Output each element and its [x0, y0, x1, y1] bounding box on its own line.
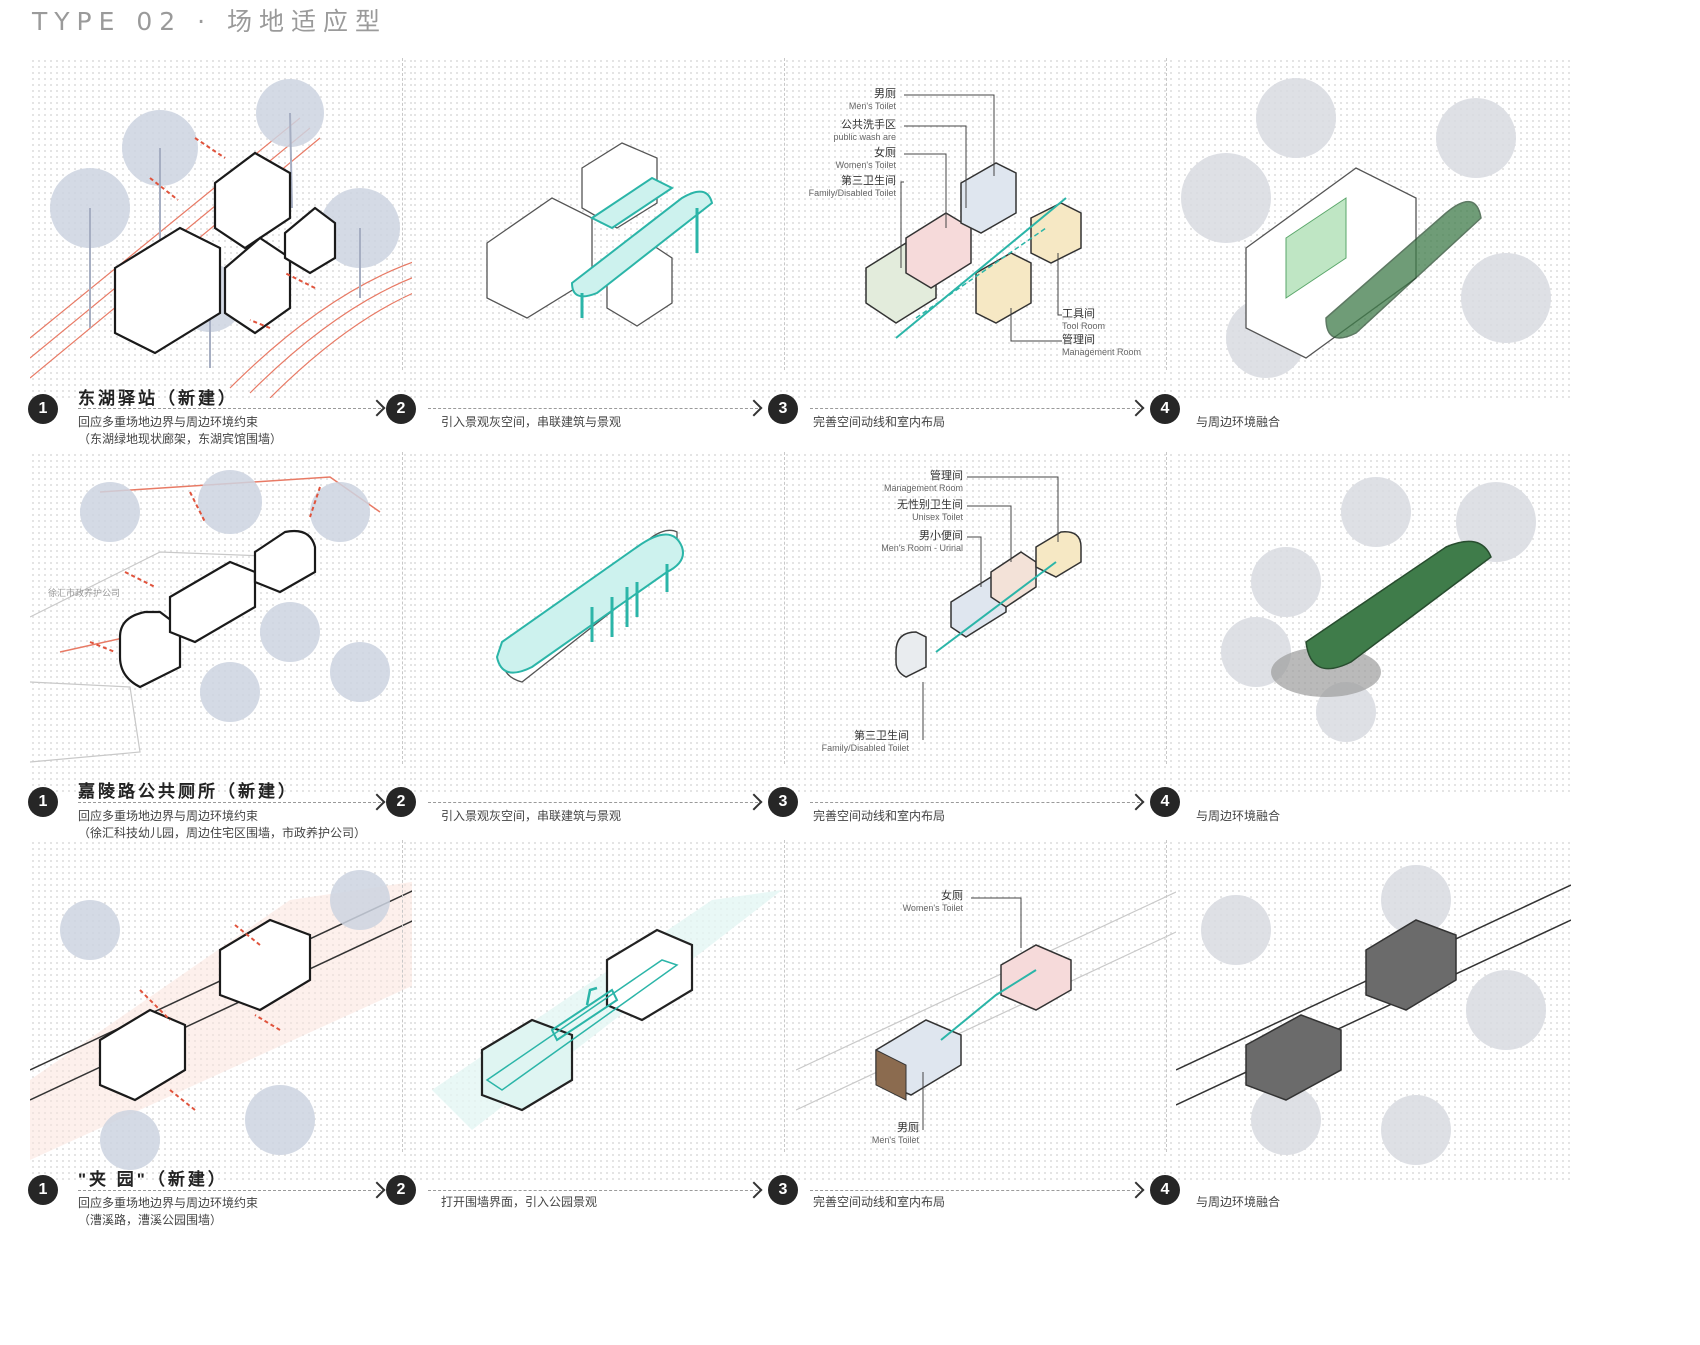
- step-2-badge: 2: [386, 787, 416, 817]
- arrow: [810, 1190, 1140, 1191]
- arrow: [810, 802, 1140, 803]
- arrow: [78, 802, 381, 803]
- step-3-badge: 3: [768, 787, 798, 817]
- row2-step3-desc: 完善空间动线和室内布局: [813, 809, 946, 823]
- row3-step3-desc: 完善空间动线和室内布局: [813, 1195, 946, 1209]
- separator: [784, 840, 785, 1152]
- separator: [1166, 840, 1167, 1152]
- step-2-badge: 2: [386, 394, 416, 424]
- row2-render: [1176, 452, 1571, 792]
- separator: [784, 58, 785, 370]
- row3-gray-space-diagram: [412, 840, 807, 1180]
- row1-step4-desc: 与周边环境融合: [1196, 415, 1281, 429]
- row1-site-diagram: [30, 58, 425, 398]
- site-label: 徐汇市政养护公司: [48, 588, 121, 598]
- building-blocks: [113, 151, 337, 355]
- arrow: [428, 802, 758, 803]
- separator: [1166, 58, 1167, 370]
- separator: [402, 58, 403, 370]
- separator: [402, 840, 403, 1152]
- row2-step4-desc: 与周边环境融合: [1196, 809, 1281, 823]
- row1-title: 东湖驿站（新建）: [78, 389, 238, 408]
- arrow: [78, 408, 381, 409]
- row3-step1-desc: 回应多重场地边界与周边环境约束（漕溪路，漕溪公园围墙）: [78, 1196, 259, 1227]
- arrow: [78, 1190, 381, 1191]
- row1-step3-desc: 完善空间动线和室内布局: [813, 415, 946, 429]
- arrow: [810, 408, 1140, 409]
- row3-title: "夹 园"（新建）: [78, 1170, 228, 1189]
- row1-step2-desc: 引入景观灰空间，串联建筑与景观: [441, 415, 622, 429]
- row2-gray-space-diagram: [412, 452, 807, 792]
- row3-render: [1176, 840, 1571, 1180]
- separator: [784, 452, 785, 764]
- row2-title: 嘉陵路公共厕所（新建）: [78, 782, 298, 801]
- row1-render: [1176, 58, 1571, 398]
- row2-step1-desc: 回应多重场地边界与周边环境约束（徐汇科技幼儿园，周边住宅区围墙，市政养护公司）: [78, 809, 367, 840]
- separator: [402, 452, 403, 764]
- arrow: [428, 408, 758, 409]
- step-1-badge: 1: [28, 787, 58, 817]
- row1-gray-space-diagram: [412, 58, 807, 398]
- step-1-badge: 1: [28, 394, 58, 424]
- row2-step2-desc: 引入景观灰空间，串联建筑与景观: [441, 809, 622, 823]
- step-3-badge: 3: [768, 394, 798, 424]
- step-3-badge: 3: [768, 1175, 798, 1205]
- row1-step1-desc: 回应多重场地边界与周边环境约束（东湖绿地现状廊架，东湖宾馆围墙）: [78, 415, 283, 446]
- step-1-badge: 1: [28, 1175, 58, 1205]
- arrow: [428, 1190, 758, 1191]
- row3-step2-desc: 打开围墙界面，引入公园景观: [441, 1195, 598, 1209]
- step-2-badge: 2: [386, 1175, 416, 1205]
- row3-site-diagram: [30, 840, 425, 1180]
- row2-site-diagram: 徐汇市政养护公司: [30, 452, 425, 792]
- step-4-badge: 4: [1150, 394, 1180, 424]
- step-4-badge: 4: [1150, 1175, 1180, 1205]
- row3-step4-desc: 与周边环境融合: [1196, 1195, 1281, 1209]
- red-arrows: [149, 137, 316, 329]
- step-4-badge: 4: [1150, 787, 1180, 817]
- separator: [1166, 452, 1167, 764]
- page-title: TYPE 02 · 场地适应型: [32, 7, 388, 36]
